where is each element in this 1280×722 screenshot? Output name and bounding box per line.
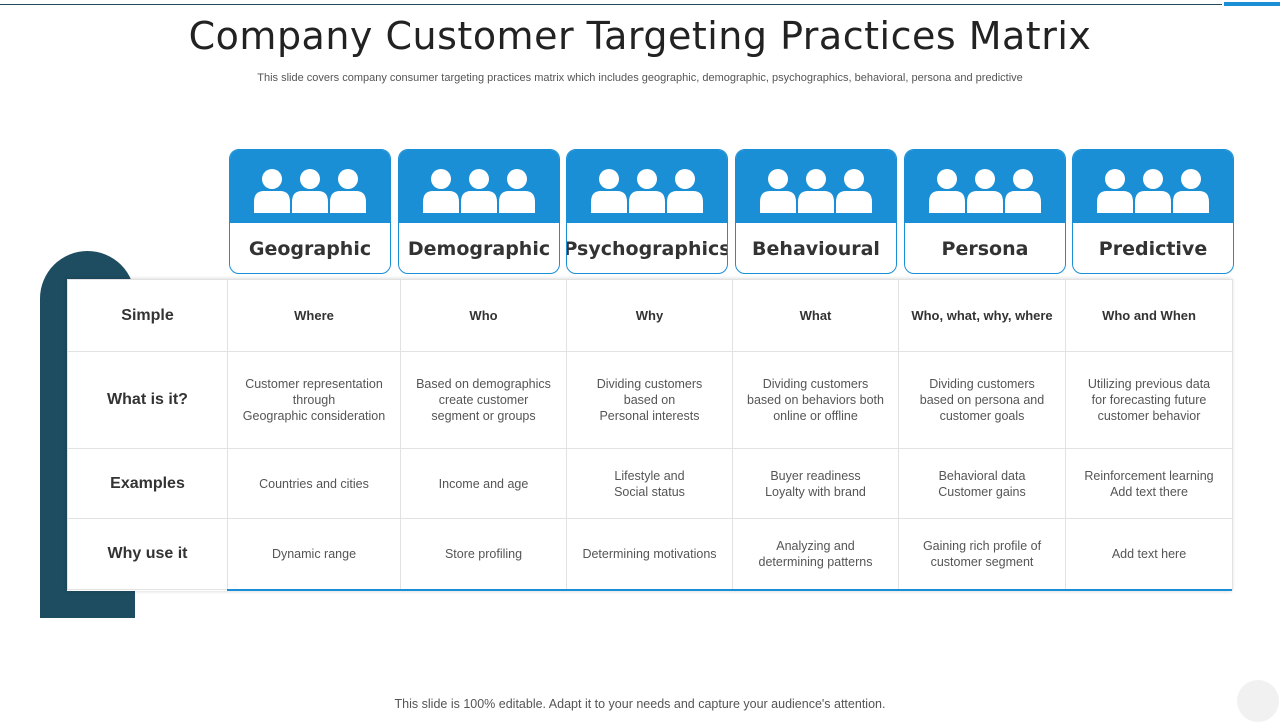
- column-header-label: Geographic: [248, 238, 372, 260]
- targeting-matrix: Simple Where Who Why What Who, what, why…: [67, 279, 1233, 591]
- people-group-icon: [253, 169, 367, 213]
- row-label: What is it?: [67, 351, 228, 449]
- people-group-icon: [422, 169, 536, 213]
- column-header-label: Predictive: [1098, 238, 1208, 260]
- people-group-icon: [759, 169, 873, 213]
- table-cell: Income and age: [400, 448, 567, 519]
- top-accent-bar: [1224, 2, 1280, 6]
- table-cell: Determining motivations: [566, 518, 733, 590]
- row-label: Examples: [67, 448, 228, 519]
- table-cell: Dividing customers based on persona and …: [898, 351, 1066, 449]
- table-cell: Dividing customers based on behaviors bo…: [732, 351, 899, 449]
- matrix-table: Simple Where Who Why What Who, what, why…: [67, 279, 1233, 590]
- column-header-geographic: Geographic: [229, 149, 391, 274]
- table-cell: Dividing customers based on Personal int…: [566, 351, 733, 449]
- column-headers: Geographic Demographic Psychographics Be…: [229, 149, 1237, 276]
- table-row-what-is-it: What is it? Customer representation thro…: [67, 351, 1233, 449]
- table-row-simple: Simple Where Who Why What Who, what, why…: [67, 279, 1233, 352]
- table-cell: Behavioral data Customer gains: [898, 448, 1066, 519]
- matrix-bottom-rule: [227, 589, 1232, 591]
- table-cell: Add text here: [1065, 518, 1233, 590]
- column-header-band: [230, 150, 390, 223]
- table-cell: Buyer readiness Loyalty with brand: [732, 448, 899, 519]
- table-cell: Utilizing previous data for forecasting …: [1065, 351, 1233, 449]
- table-cell: Store profiling: [400, 518, 567, 590]
- people-group-icon: [928, 169, 1042, 213]
- column-header-label: Demographic: [407, 238, 551, 260]
- table-cell: Where: [227, 279, 401, 352]
- column-header-band: [567, 150, 727, 223]
- table-cell: Lifestyle and Social status: [566, 448, 733, 519]
- page-subtitle: This slide covers company consumer targe…: [257, 72, 1023, 84]
- table-row-why-use-it: Why use it Dynamic range Store profiling…: [67, 518, 1233, 590]
- column-header-persona: Persona: [904, 149, 1066, 274]
- column-header-band: [1073, 150, 1233, 223]
- column-header-band: [905, 150, 1065, 223]
- table-cell: What: [732, 279, 899, 352]
- top-rule: [0, 4, 1222, 5]
- table-cell: Countries and cities: [227, 448, 401, 519]
- column-header-band: [399, 150, 559, 223]
- table-cell: Reinforcement learning Add text there: [1065, 448, 1233, 519]
- column-header-label: Psychographics: [566, 238, 728, 260]
- table-cell: Dynamic range: [227, 518, 401, 590]
- table-cell: Who: [400, 279, 567, 352]
- decorative-corner-circle: [1237, 680, 1279, 722]
- column-header-band: [736, 150, 896, 223]
- people-group-icon: [590, 169, 704, 213]
- footer-note: This slide is 100% editable. Adapt it to…: [394, 697, 886, 711]
- table-cell: Based on demographics create customer se…: [400, 351, 567, 449]
- table-cell: Customer representation through Geograph…: [227, 351, 401, 449]
- table-row-examples: Examples Countries and cities Income and…: [67, 448, 1233, 519]
- table-cell: Analyzing and determining patterns: [732, 518, 899, 590]
- table-cell: Gaining rich profile of customer segment: [898, 518, 1066, 590]
- column-header-label: Persona: [941, 238, 1029, 260]
- column-header-label: Behavioural: [752, 238, 880, 260]
- row-label: Simple: [67, 279, 228, 352]
- column-header-behavioural: Behavioural: [735, 149, 897, 274]
- column-header-predictive: Predictive: [1072, 149, 1234, 274]
- table-cell: Who and When: [1065, 279, 1233, 352]
- table-cell: Why: [566, 279, 733, 352]
- people-group-icon: [1096, 169, 1210, 213]
- page-title: Company Customer Targeting Practices Mat…: [188, 14, 1092, 58]
- column-header-demographic: Demographic: [398, 149, 560, 274]
- row-label: Why use it: [67, 518, 228, 590]
- table-cell: Who, what, why, where: [898, 279, 1066, 352]
- column-header-psychographics: Psychographics: [566, 149, 728, 274]
